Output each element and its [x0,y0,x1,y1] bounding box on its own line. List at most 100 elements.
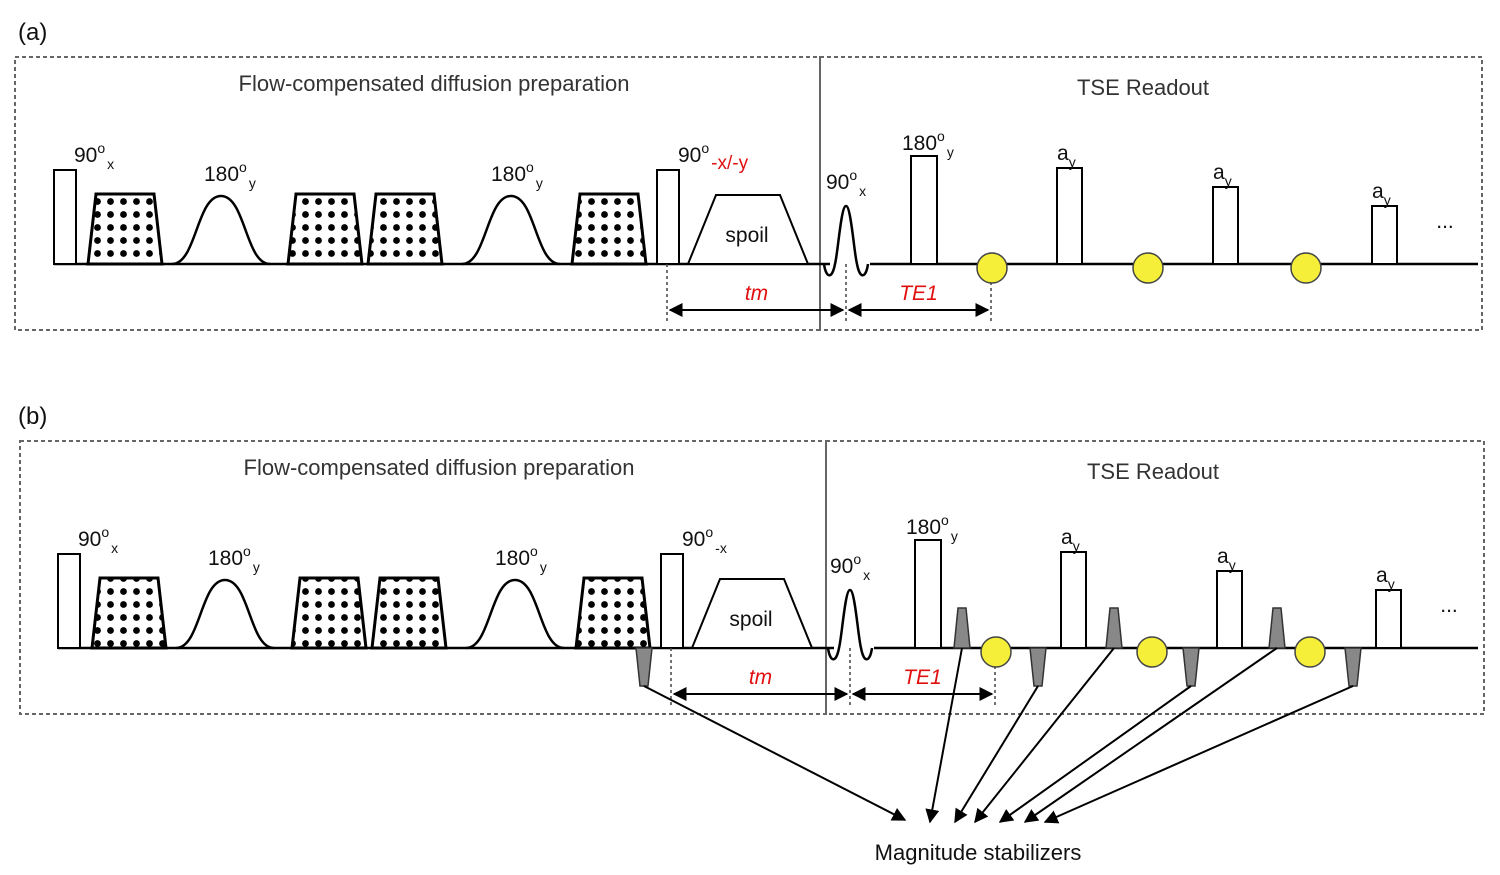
readout-180y-block [910,155,938,265]
panels-root: (a) Flow-compensated diffusion preparatio… [14,19,1485,715]
pulse-90x-label: 90ox [78,524,118,556]
readout-90x-pulse [822,204,870,277]
readout-180y-block [914,539,942,649]
panel-label: (a) [18,19,47,46]
tm-interval-label: tm [745,282,768,305]
refocus-label-3: ay [1372,180,1391,208]
prep-title: Flow-compensated diffusion preparation [239,71,630,96]
pulse-90-return-label-text: 90o-x [682,524,727,556]
prep-box [14,56,821,331]
pulse-180y-2-label: 180oy [491,159,543,191]
refocus-label-1: ay [1057,142,1076,170]
stabilizer-down-2 [1029,647,1047,687]
echo-1 [980,636,1012,668]
refocus-label-1: ay [1061,526,1080,554]
readout-90x-label: 90ox [826,167,866,199]
pulse-90x-label-text: 90ox [74,140,114,172]
panel-a: (a) Flow-compensated diffusion preparatio… [14,19,1483,331]
te1-interval: TE1 [851,666,994,701]
diffusion-gradient-3 [370,576,448,650]
diffusion-gradient-2 [290,576,368,650]
stabilizer-arrow-3 [1023,647,1278,823]
stabilizer-arrow-7 [1043,685,1354,824]
pulse-90x-block [57,553,81,649]
pulse-180y-2 [465,578,565,650]
stabilizer-up-2 [1105,607,1123,649]
spoiler-gradient [686,194,810,265]
readout-180y-label-text: 180oy [906,512,958,544]
pulse-90-return-label: 90o-x/-y [678,140,749,174]
ellipsis: ... [1440,594,1458,617]
te1-interval-label: TE1 [899,282,938,305]
pulse-90x-label: 90ox [74,140,114,172]
pulse-90-return-label-text: 90o-x/-y [678,140,749,174]
refocus-block-1 [1056,167,1083,265]
readout-title: TSE Readout [1077,75,1209,100]
pulse-180y-1-label: 180oy [208,543,260,575]
refocus-label-2: ay [1213,161,1232,189]
readout-box [819,56,1483,331]
spoil-label: spoil [729,608,772,631]
refocus-block-3 [1371,205,1398,265]
diffusion-gradient-1 [90,576,168,650]
pulse-180y-1-label-text: 180oy [204,159,256,191]
refocus-block-2 [1212,186,1239,265]
stabilizer-arrow-5 [954,685,1039,824]
tm-interval-label: tm [749,666,772,689]
refocus-block-3 [1375,589,1402,649]
diffusion-gradient-1 [86,192,164,266]
te1-interval: TE1 [847,282,990,317]
pulse-180y-2-label-text: 180oy [495,543,547,575]
pulse-90-return-block [656,169,680,265]
refocus-label-2: ay [1217,545,1236,573]
refocus-block-2 [1216,570,1243,649]
readout-90x-label-text: 90ox [826,167,866,199]
stabilizer-arrow-4 [643,685,907,821]
stabilizer-arrow-6 [998,685,1192,823]
tm-interval: tm [672,666,849,701]
echo-3 [1294,636,1326,668]
prep-box [19,440,827,715]
readout-90x-label-text: 90ox [830,551,870,583]
stabilizer-up-1 [953,607,971,649]
pulse-90x-block [53,169,77,265]
diffusion-gradient-4 [570,192,648,266]
pulse-90-return-block [660,553,684,649]
pulse-90-return-label: 90o-x [682,524,727,556]
pulse-180y-2-label: 180oy [495,543,547,575]
panel-label: (b) [18,403,47,430]
pulse-180y-1 [175,578,275,650]
tm-interval: tm [668,282,845,317]
readout-180y-label: 180oy [902,128,954,160]
refocus-label-3: ay [1376,564,1395,592]
diffusion-gradient-2 [286,192,364,266]
spoiler-gradient [690,578,814,649]
pulse-180y-1-label: 180oy [204,159,256,191]
readout-title: TSE Readout [1087,459,1219,484]
spoil-label: spoil [725,224,768,247]
diffusion-gradient-4 [574,576,652,650]
pulse-90x-label-text: 90ox [78,524,118,556]
pulse-180y-1-label-text: 180oy [208,543,260,575]
readout-box [825,440,1485,715]
pulse-180y-2 [461,194,561,266]
diffusion-gradient-3 [366,192,444,266]
pulse-180y-2-label-text: 180oy [491,159,543,191]
pulse-180y-1 [171,194,271,266]
echo-2 [1136,636,1168,668]
prep-title: Flow-compensated diffusion preparation [244,455,635,480]
echo-2 [1132,252,1164,284]
ellipsis: ... [1436,210,1454,233]
stabilizer-down-3 [1182,647,1200,687]
readout-90x-pulse [826,588,874,661]
panel-b: (b) Flow-compensated diffusion preparatio… [18,403,1485,715]
stabilizer-down-4 [1344,647,1362,687]
te1-interval-label: TE1 [903,666,942,689]
stabilizer-down-1 [635,647,653,687]
readout-90x-label: 90ox [830,551,870,583]
readout-180y-label-text: 180oy [902,128,954,160]
stabilizer-up-3 [1268,607,1286,649]
echo-3 [1290,252,1322,284]
readout-180y-label: 180oy [906,512,958,544]
